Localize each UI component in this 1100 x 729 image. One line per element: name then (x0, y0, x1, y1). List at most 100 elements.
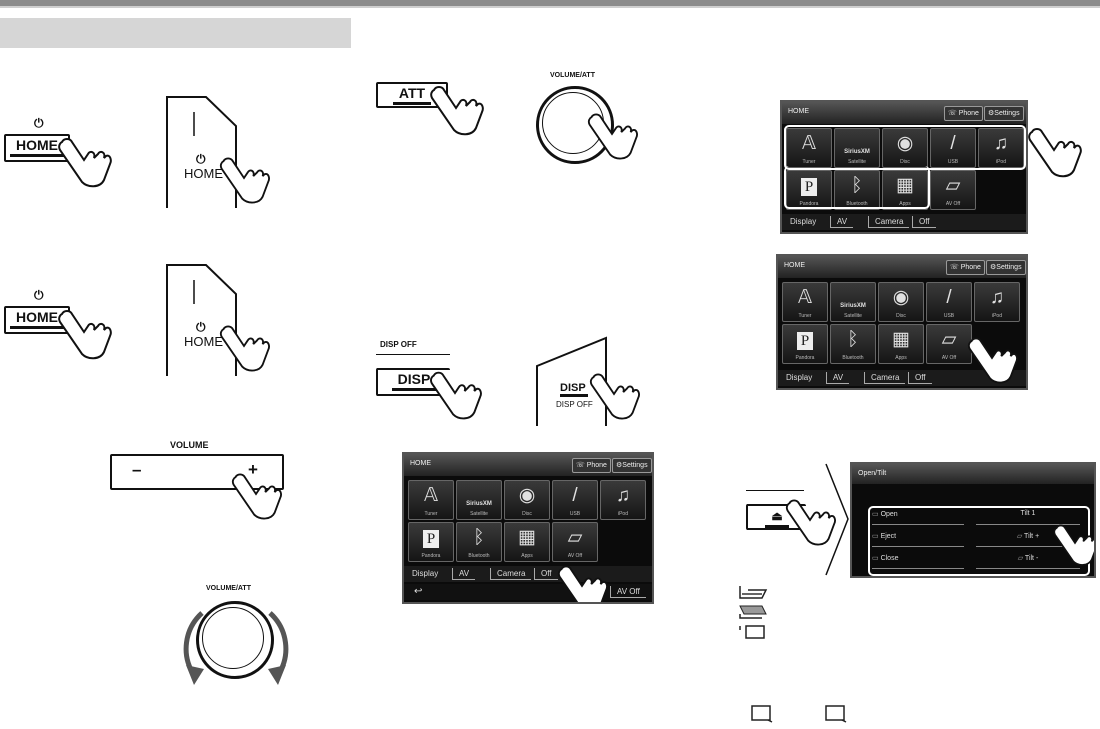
settings-button[interactable]: ⚙Settings (984, 106, 1024, 121)
tile-label: Disc (896, 313, 906, 319)
tile-usb[interactable]: /USB (930, 128, 976, 168)
settings-label: Settings (996, 264, 1022, 271)
knob-inner-ring (202, 607, 264, 669)
disc-icon: ◉ (518, 485, 536, 506)
bluetooth-icon: ᛒ (473, 527, 485, 548)
phone-button[interactable]: ☏ Phone (572, 458, 611, 473)
tile-label: Bluetooth (846, 201, 868, 207)
volume-att-label: VOLUME/ATT (206, 585, 251, 592)
off-button[interactable]: Off (908, 372, 932, 384)
phone-button[interactable]: ☏ Phone (946, 260, 985, 275)
section-heading-bar (0, 18, 351, 48)
volume-plus[interactable]: + (248, 460, 258, 479)
disp-bar (560, 394, 588, 397)
display-button[interactable]: Display (412, 569, 439, 578)
settings-button[interactable]: ⚙Settings (986, 260, 1026, 275)
disp-label[interactable]: DISP (560, 382, 586, 394)
tile-usb[interactable]: /USB (552, 480, 598, 520)
off-button[interactable]: Off (912, 216, 936, 228)
av-button[interactable]: AV (830, 216, 854, 228)
camera-button[interactable]: Camera (868, 216, 910, 228)
tilt-down-icon (751, 705, 773, 723)
tile-ipod[interactable]: ♫iPod (978, 128, 1024, 168)
tile-av-off[interactable]: ▱AV Off (926, 324, 972, 364)
camera-button[interactable]: Camera (490, 568, 532, 580)
av-button[interactable]: AV (826, 372, 850, 384)
pandora-letter: P (801, 178, 817, 196)
tile-label: USB (943, 313, 955, 319)
tilt-minus-button[interactable]: ▱ Tilt - (976, 554, 1080, 569)
av-button[interactable]: AV (452, 568, 476, 580)
phone-label: Phone (958, 110, 979, 117)
display-button[interactable]: Display (790, 217, 817, 226)
home-panel-illustration-2: ⏻ HOME (166, 264, 270, 376)
phone-label: Phone (960, 264, 981, 271)
volume-att-press-illustration: VOLUME/ATT (532, 72, 642, 172)
settings-button[interactable]: ⚙Settings (612, 458, 652, 473)
close-label: Close (880, 555, 899, 562)
power-icon: ⏻ (34, 288, 44, 302)
off-button[interactable]: Off (534, 568, 558, 580)
screen-footer: Display AV Camera Off (782, 214, 1026, 230)
back-arrow-icon[interactable]: ↩ (414, 586, 423, 597)
tile-ipod[interactable]: ♫iPod (974, 282, 1020, 322)
ipod-icon: ♫ (989, 287, 1005, 308)
screen-header: Open/Tilt (852, 464, 1094, 484)
tilt-1-button[interactable]: Tilt 1 (976, 510, 1080, 525)
phone-button[interactable]: ☏ Phone (944, 106, 983, 121)
tilt-icons (751, 705, 847, 723)
open-icon: ▭ (872, 511, 881, 518)
close-button[interactable]: ▭ Close (872, 554, 964, 569)
home-label[interactable]: HOME (184, 166, 223, 181)
tilt-minus-label: Tilt - (1024, 555, 1039, 562)
ipod-icon: ♫ (993, 133, 1009, 154)
apps-icon: ▦ (892, 329, 910, 350)
volume-rocker[interactable] (110, 454, 284, 490)
eject-row-button[interactable]: ▭ Eject (872, 532, 964, 547)
camera-button[interactable]: Camera (864, 372, 906, 384)
tilt-plus-icon: ▱ (1016, 533, 1025, 540)
tilt-plus-button[interactable]: ▱ Tilt + (976, 532, 1080, 547)
open-button[interactable]: ▭ Open (872, 510, 964, 525)
tile-usb[interactable]: /USB (926, 282, 972, 322)
tile-disc[interactable]: ◉Disc (882, 128, 928, 168)
home-label[interactable]: HOME (184, 334, 223, 349)
tile-apps[interactable]: ▦Apps (504, 522, 550, 562)
pointing-hand-icon (219, 157, 270, 204)
gear-icon: ⚙ (988, 110, 995, 117)
screen-header: HOME ☏ Phone ⚙Settings (782, 102, 1026, 124)
tile-av-off[interactable]: ▱AV Off (930, 170, 976, 210)
screen-footer: Display AV Camera Off (778, 370, 1026, 386)
av-off-button[interactable]: AV Off (610, 586, 646, 598)
volume-minus[interactable]: – (132, 460, 142, 479)
tile-ipod[interactable]: ♫iPod (600, 480, 646, 520)
pointing-hand-icon (219, 325, 270, 372)
close-monitor-icon (739, 625, 765, 639)
tile-label: AV Off (567, 553, 583, 559)
tile-av-off[interactable]: ▱AV Off (552, 522, 598, 562)
display-button[interactable]: Display (786, 373, 813, 382)
screen-title: Open/Tilt (858, 470, 887, 477)
tile-disc[interactable]: ◉Disc (878, 282, 924, 322)
tile-label: Satellite (844, 313, 862, 319)
tile-label: Apps (899, 201, 911, 207)
pointing-hand-icon (785, 499, 836, 546)
tile-apps[interactable]: ▦Apps (882, 170, 928, 210)
volume-att-label: VOLUME/ATT (550, 72, 595, 79)
tile-apps[interactable]: ▦Apps (878, 324, 924, 364)
pointing-hand-icon (58, 310, 112, 360)
tile-disc[interactable]: ◉Disc (504, 480, 550, 520)
